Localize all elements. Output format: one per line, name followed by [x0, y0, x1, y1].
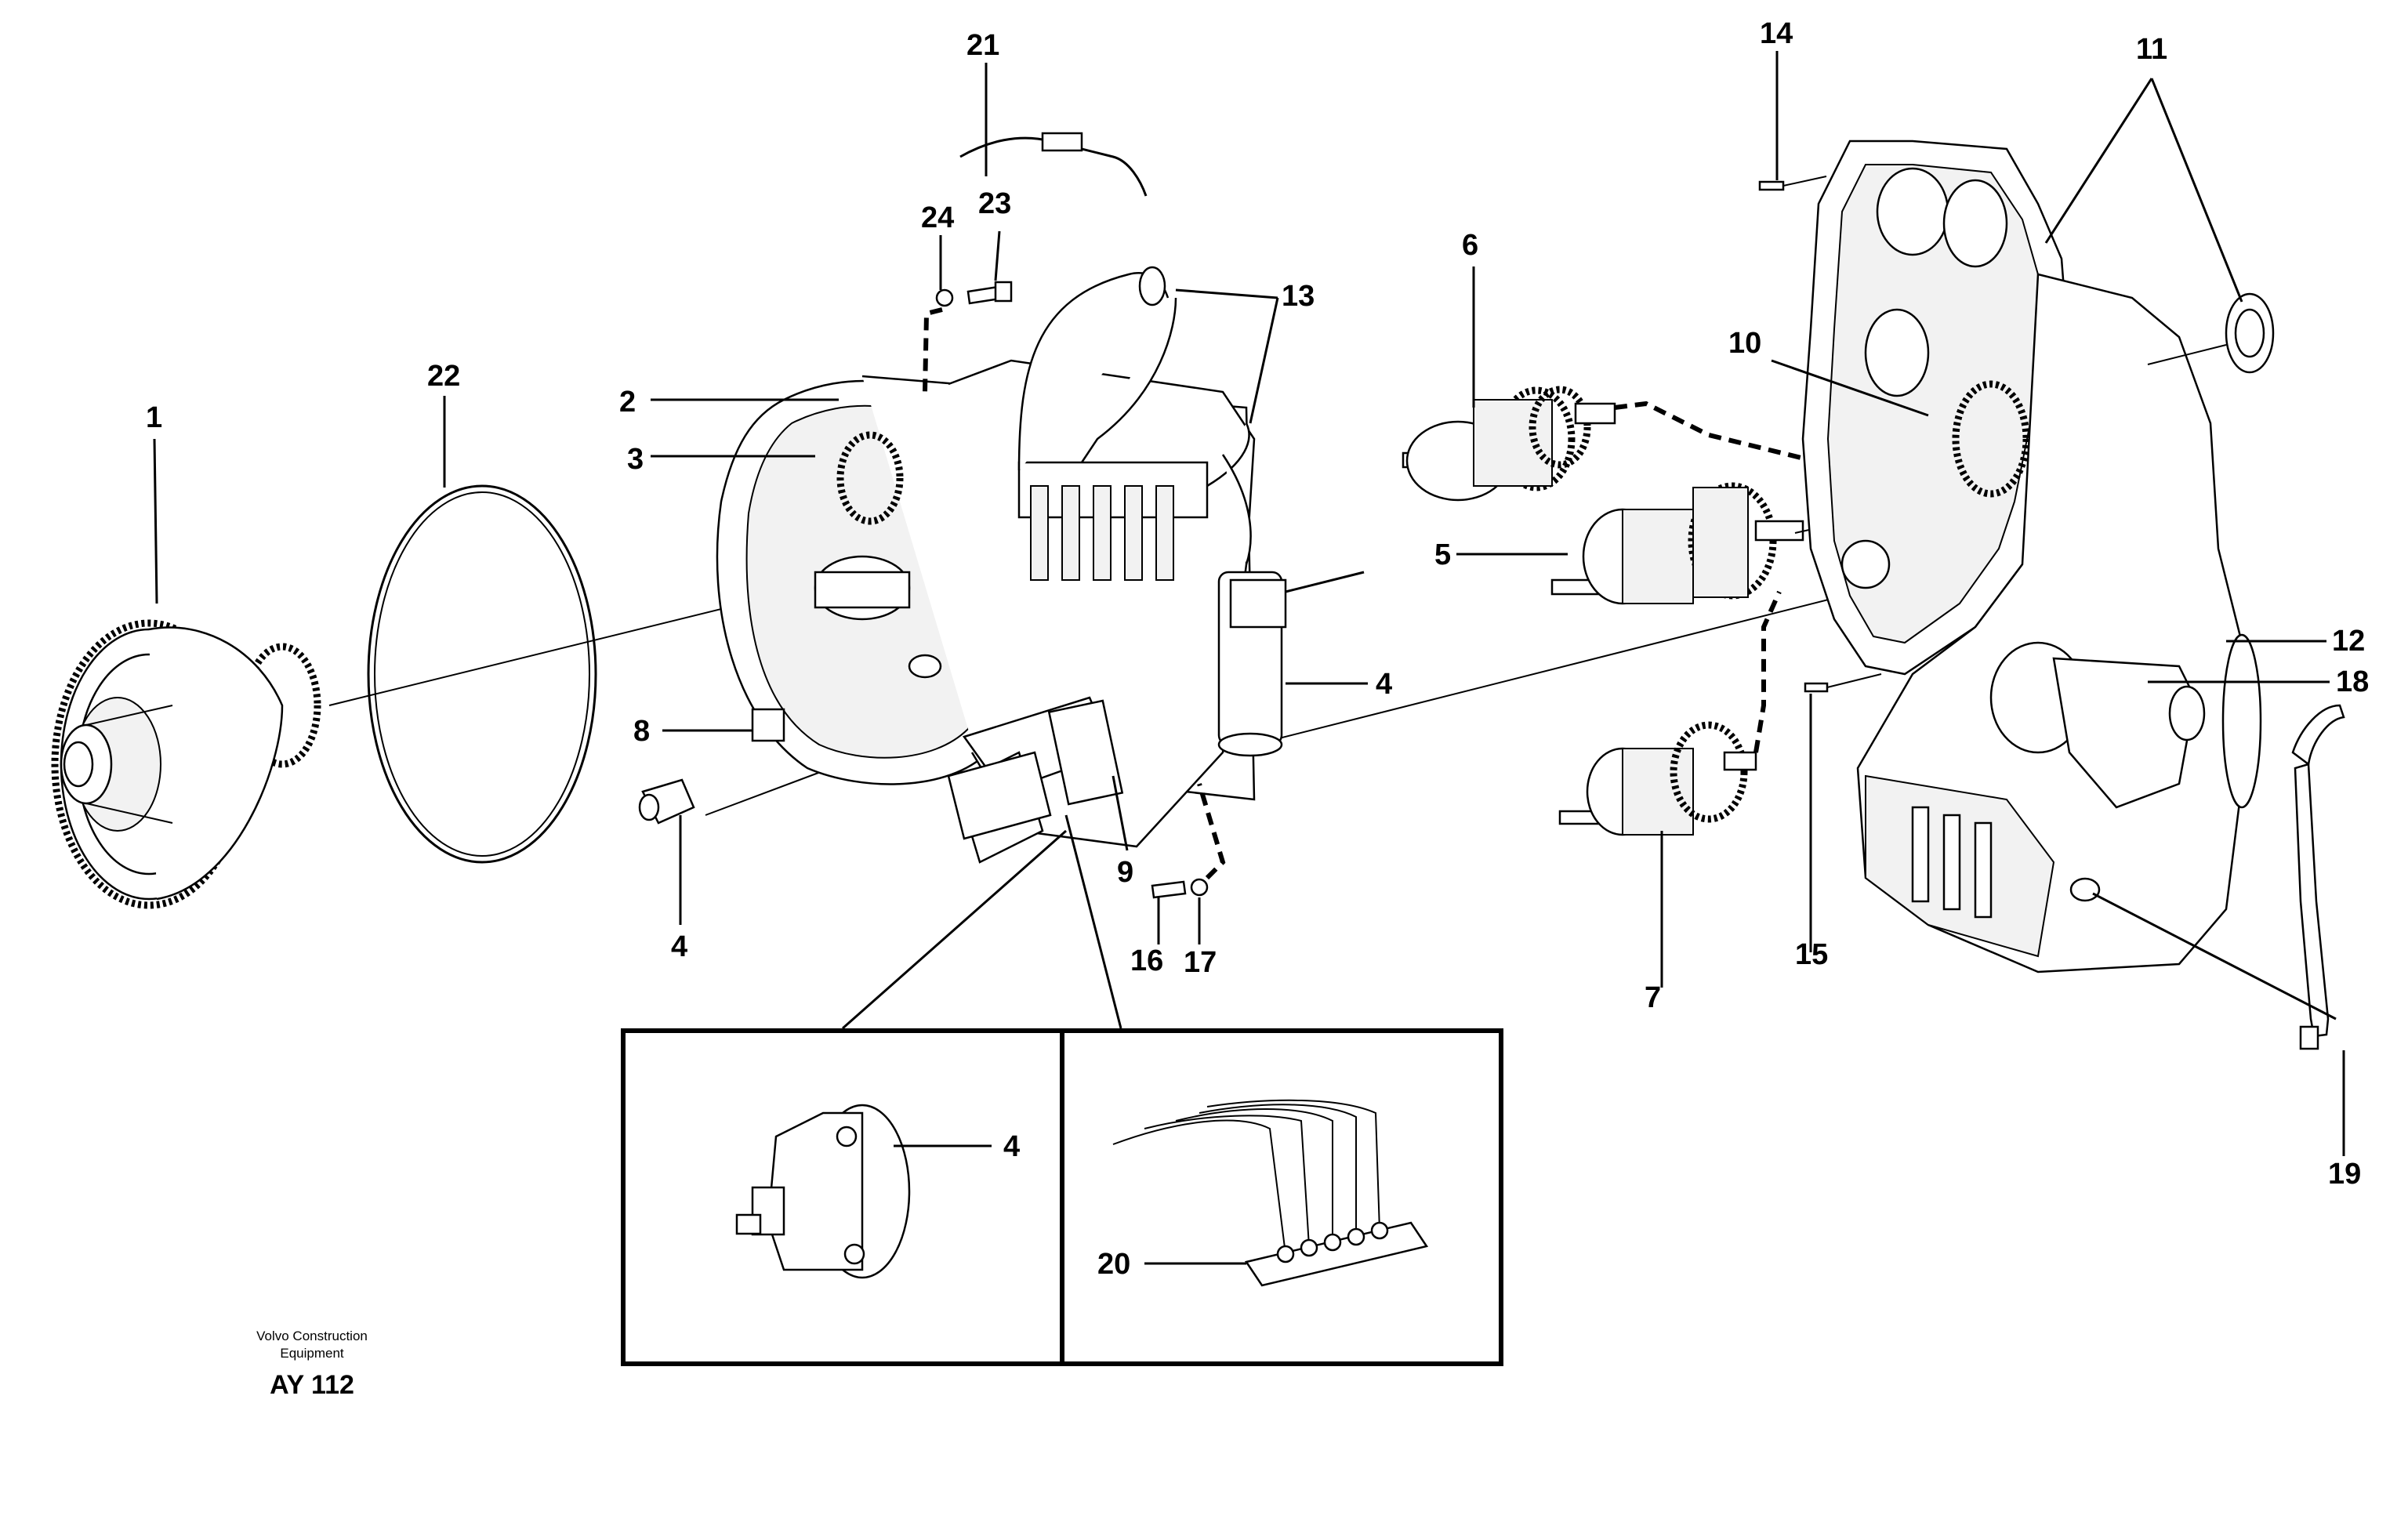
callout-4-right: 4 — [1376, 668, 1392, 701]
callout-6: 6 — [1462, 229, 1478, 262]
callout-1: 1 — [146, 401, 162, 434]
callout-16: 16 — [1130, 944, 1163, 977]
callout-2: 2 — [619, 386, 636, 419]
part-13-hoses — [1017, 266, 1252, 581]
part-4-sensor-left — [638, 778, 695, 825]
callout-7: 7 — [1645, 981, 1661, 1014]
callout-22: 22 — [427, 360, 460, 393]
part-17-washer — [1190, 878, 1209, 897]
part-11-seal — [2147, 292, 2275, 374]
callout-21: 21 — [966, 29, 999, 62]
part-11-gear-case-cover — [1801, 140, 2071, 676]
part-18-flange — [1989, 641, 2206, 809]
part-5-shaft — [1550, 482, 1937, 605]
callout-8: 8 — [633, 715, 650, 748]
part-4-oil-filter — [1217, 571, 1365, 757]
part-12-transfer-housing — [1856, 273, 2262, 973]
part-14-pin — [1758, 180, 1785, 191]
part-8-sensor — [751, 708, 785, 742]
callout-19: 19 — [2328, 1158, 2361, 1191]
callout-9: 9 — [1117, 856, 1133, 889]
part-15-pin — [1804, 682, 1829, 693]
part-19-dipstick — [2291, 704, 2345, 1050]
callout-24: 24 — [921, 201, 954, 234]
callout-11: 11 — [2136, 33, 2167, 66]
inset-part-20-manifold — [1112, 1099, 1429, 1287]
callout-3: 3 — [627, 443, 644, 476]
callout-10: 10 — [1728, 327, 1761, 360]
callout-5: 5 — [1434, 538, 1451, 571]
part-16-bolt — [1151, 880, 1187, 899]
callout-4-inset: 4 — [1003, 1130, 1020, 1163]
callout-13: 13 — [1282, 280, 1315, 313]
callout-18: 18 — [2336, 665, 2369, 698]
part-24-washer — [935, 288, 954, 307]
callout-17: 17 — [1184, 946, 1217, 979]
callout-15: 15 — [1795, 938, 1828, 971]
company-name-line2: Equipment — [280, 1346, 344, 1361]
part-9-solenoid-block — [1047, 699, 1124, 806]
callout-12: 12 — [2332, 625, 2365, 658]
callout-4-left: 4 — [671, 930, 687, 963]
inset-panels — [621, 1028, 1503, 1366]
callout-14: 14 — [1760, 17, 1793, 50]
callout-numbers: 1 22 2 3 8 4 4 4 24 23 21 13 9 16 17 6 5… — [146, 17, 2369, 1281]
part-7-shaft — [1558, 590, 1782, 836]
part-1-torque-converter — [51, 619, 321, 909]
inset-part-4-sensor — [735, 1104, 992, 1279]
part-22-o-ring — [367, 484, 597, 864]
callout-20: 20 — [1097, 1248, 1130, 1281]
part-6-shaft — [1402, 386, 1827, 502]
drawing-code: AY 112 — [270, 1370, 354, 1400]
leader-lines — [153, 51, 2345, 1156]
callout-23: 23 — [978, 187, 1011, 220]
company-name-line1: Volvo Construction — [256, 1329, 368, 1343]
drawing-footer: Volvo Construction Equipment AY 112 — [256, 1329, 368, 1400]
